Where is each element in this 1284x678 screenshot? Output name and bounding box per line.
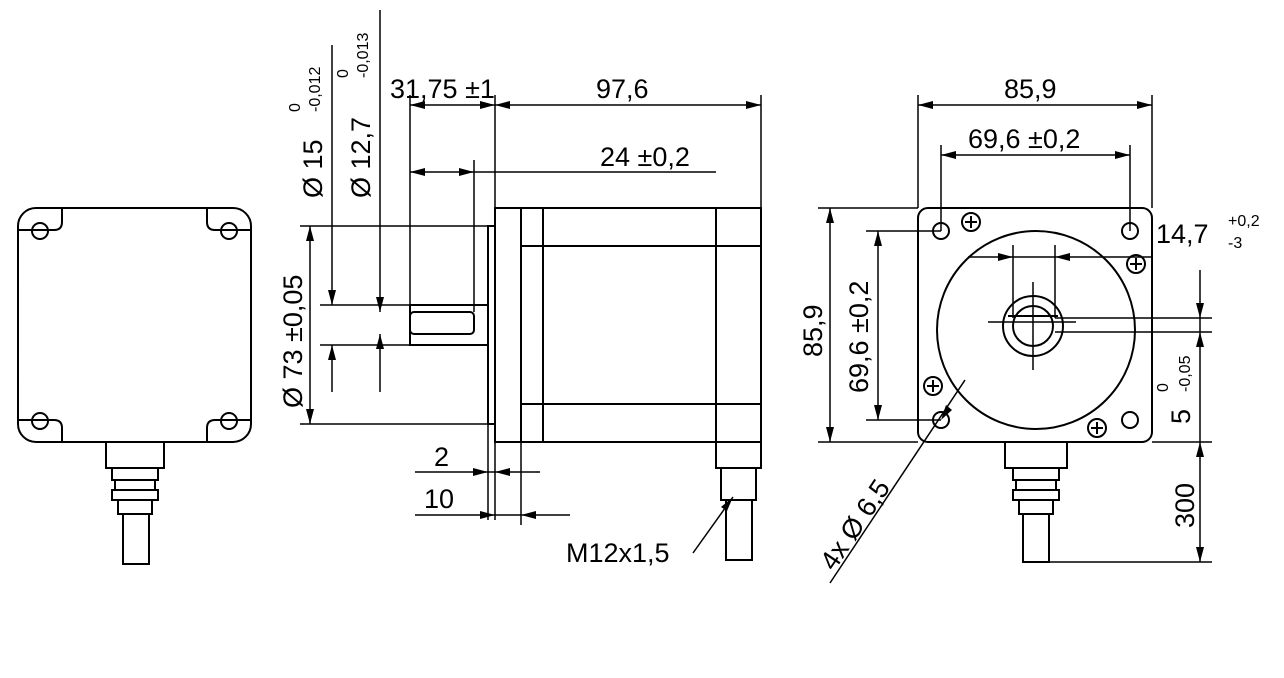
arrow — [998, 253, 1013, 261]
arrow — [306, 409, 314, 424]
rear-housing-outline — [17, 207, 252, 443]
label-pilot-diameter: Ø 73 ±0,05 — [278, 275, 308, 408]
rear-corner-tr — [206, 208, 251, 231]
rear-hole-bl — [31, 412, 49, 430]
arrow — [874, 231, 882, 246]
label-flat-offset: 14,7 — [1156, 219, 1209, 249]
label-flange-width-h: 85,9 — [1004, 74, 1057, 104]
arrow — [1137, 101, 1152, 109]
rear-hole-br — [220, 412, 238, 430]
label-flange-width-v: 85,9 — [798, 304, 828, 357]
arrow — [495, 468, 510, 476]
label-pilot-depth: 2 — [434, 442, 449, 472]
rear-gland-base — [105, 441, 165, 469]
arrow — [721, 497, 733, 511]
rear-hole-tl — [31, 222, 49, 240]
arrow — [328, 290, 336, 305]
label-flat-depth: 5 — [1166, 409, 1196, 424]
front-gland-nut-2 — [1015, 479, 1057, 491]
side-view: Ø 15 0 -0,012 Ø 12,7 0 -0,013 Ø 73 ±0,05… — [278, 10, 762, 568]
label-hole-pitch-h: 69,6 ±0,2 — [968, 124, 1080, 154]
front-flange-outline — [917, 207, 1153, 443]
rear-view — [17, 207, 252, 565]
rear-corner-bl — [18, 419, 63, 442]
front-cable — [1022, 513, 1050, 563]
rear-corner-br — [206, 419, 251, 442]
label-flat-length: 24 ±0,2 — [600, 142, 690, 172]
arrow — [746, 101, 761, 109]
side-flange — [494, 207, 522, 443]
side-pilot — [487, 225, 496, 425]
arrow — [376, 297, 384, 312]
front-view: 85,9 69,6 ±0,2 85,9 69,6 ±0,2 14,7 +0,2 … — [798, 74, 1260, 584]
arrow — [1115, 151, 1130, 159]
arrow — [826, 208, 834, 223]
arrow — [874, 405, 882, 420]
side-shaft-flat — [409, 311, 475, 335]
arrow — [941, 405, 952, 420]
arrow — [521, 511, 536, 519]
arrow — [480, 101, 495, 109]
arrow — [376, 334, 384, 349]
rear-gland-nut-2 — [114, 479, 156, 491]
arrow — [826, 427, 834, 442]
front-pilot-circle — [936, 230, 1136, 430]
front-hole-br — [1121, 411, 1139, 429]
rear-hole-tr — [220, 222, 238, 240]
label-mounting-holes: 4x Ø 6,5 — [814, 474, 896, 575]
front-gland-nut-3 — [1012, 489, 1060, 501]
arrow — [1196, 332, 1204, 347]
side-gland-base — [715, 441, 762, 469]
arrow — [410, 101, 425, 109]
label-shaft-dia-tol-lower: -0,012 — [307, 67, 324, 112]
arrow — [328, 345, 336, 360]
label-flat-offset-tol-upper: +0,2 — [1228, 213, 1260, 230]
label-body-length: 97,6 — [596, 74, 649, 104]
arrow — [306, 226, 314, 241]
arrow — [480, 511, 495, 519]
rear-cable — [122, 513, 150, 565]
arrow — [941, 151, 956, 159]
arrow — [1196, 303, 1204, 318]
label-flat-depth-tol-lower: -0,05 — [1177, 355, 1194, 392]
label-flat-dia-tol-lower: -0,013 — [355, 33, 372, 78]
arrow — [495, 101, 510, 109]
arrow — [1196, 442, 1204, 457]
rear-corner-tl — [18, 208, 63, 231]
label-flat-offset-tol-lower: -3 — [1228, 235, 1242, 252]
rear-gland-tip — [117, 499, 153, 515]
side-motor-body — [520, 207, 762, 443]
arrow — [918, 101, 933, 109]
label-flat-dia-tol-upper: 0 — [335, 69, 352, 78]
screw-icon — [961, 212, 981, 232]
screw-icon — [923, 376, 943, 396]
front-gland-base — [1004, 441, 1068, 469]
label-shaft-dia-tol-upper: 0 — [287, 103, 304, 112]
label-hole-pitch-v: 69,6 ±0,2 — [844, 281, 874, 393]
rear-gland-nut-1 — [111, 467, 159, 481]
screw-icon — [1126, 254, 1146, 274]
label-flange-thickness: 10 — [424, 484, 454, 514]
label-flat-depth-tol-upper: 0 — [1155, 383, 1172, 392]
label-cable-gland: M12x1,5 — [566, 538, 670, 568]
arrow — [1196, 547, 1204, 562]
screw-icon — [1087, 418, 1107, 438]
front-gland-tip — [1018, 499, 1054, 515]
arrow — [459, 168, 474, 176]
mounting-hole-leader — [829, 379, 966, 584]
label-cable-length: 300 — [1170, 483, 1200, 528]
arrow — [1055, 253, 1070, 261]
rear-gland-nut-3 — [111, 489, 159, 501]
label-shaft-diameter: Ø 15 — [298, 139, 328, 198]
front-gland-nut-1 — [1012, 467, 1060, 481]
side-gland-nut — [720, 467, 757, 501]
label-flat-diameter: Ø 12,7 — [346, 117, 376, 198]
arrow — [410, 168, 425, 176]
arrow — [473, 468, 488, 476]
label-shaft-length: 31,75 ±1 — [390, 74, 495, 104]
side-cable — [725, 499, 753, 561]
